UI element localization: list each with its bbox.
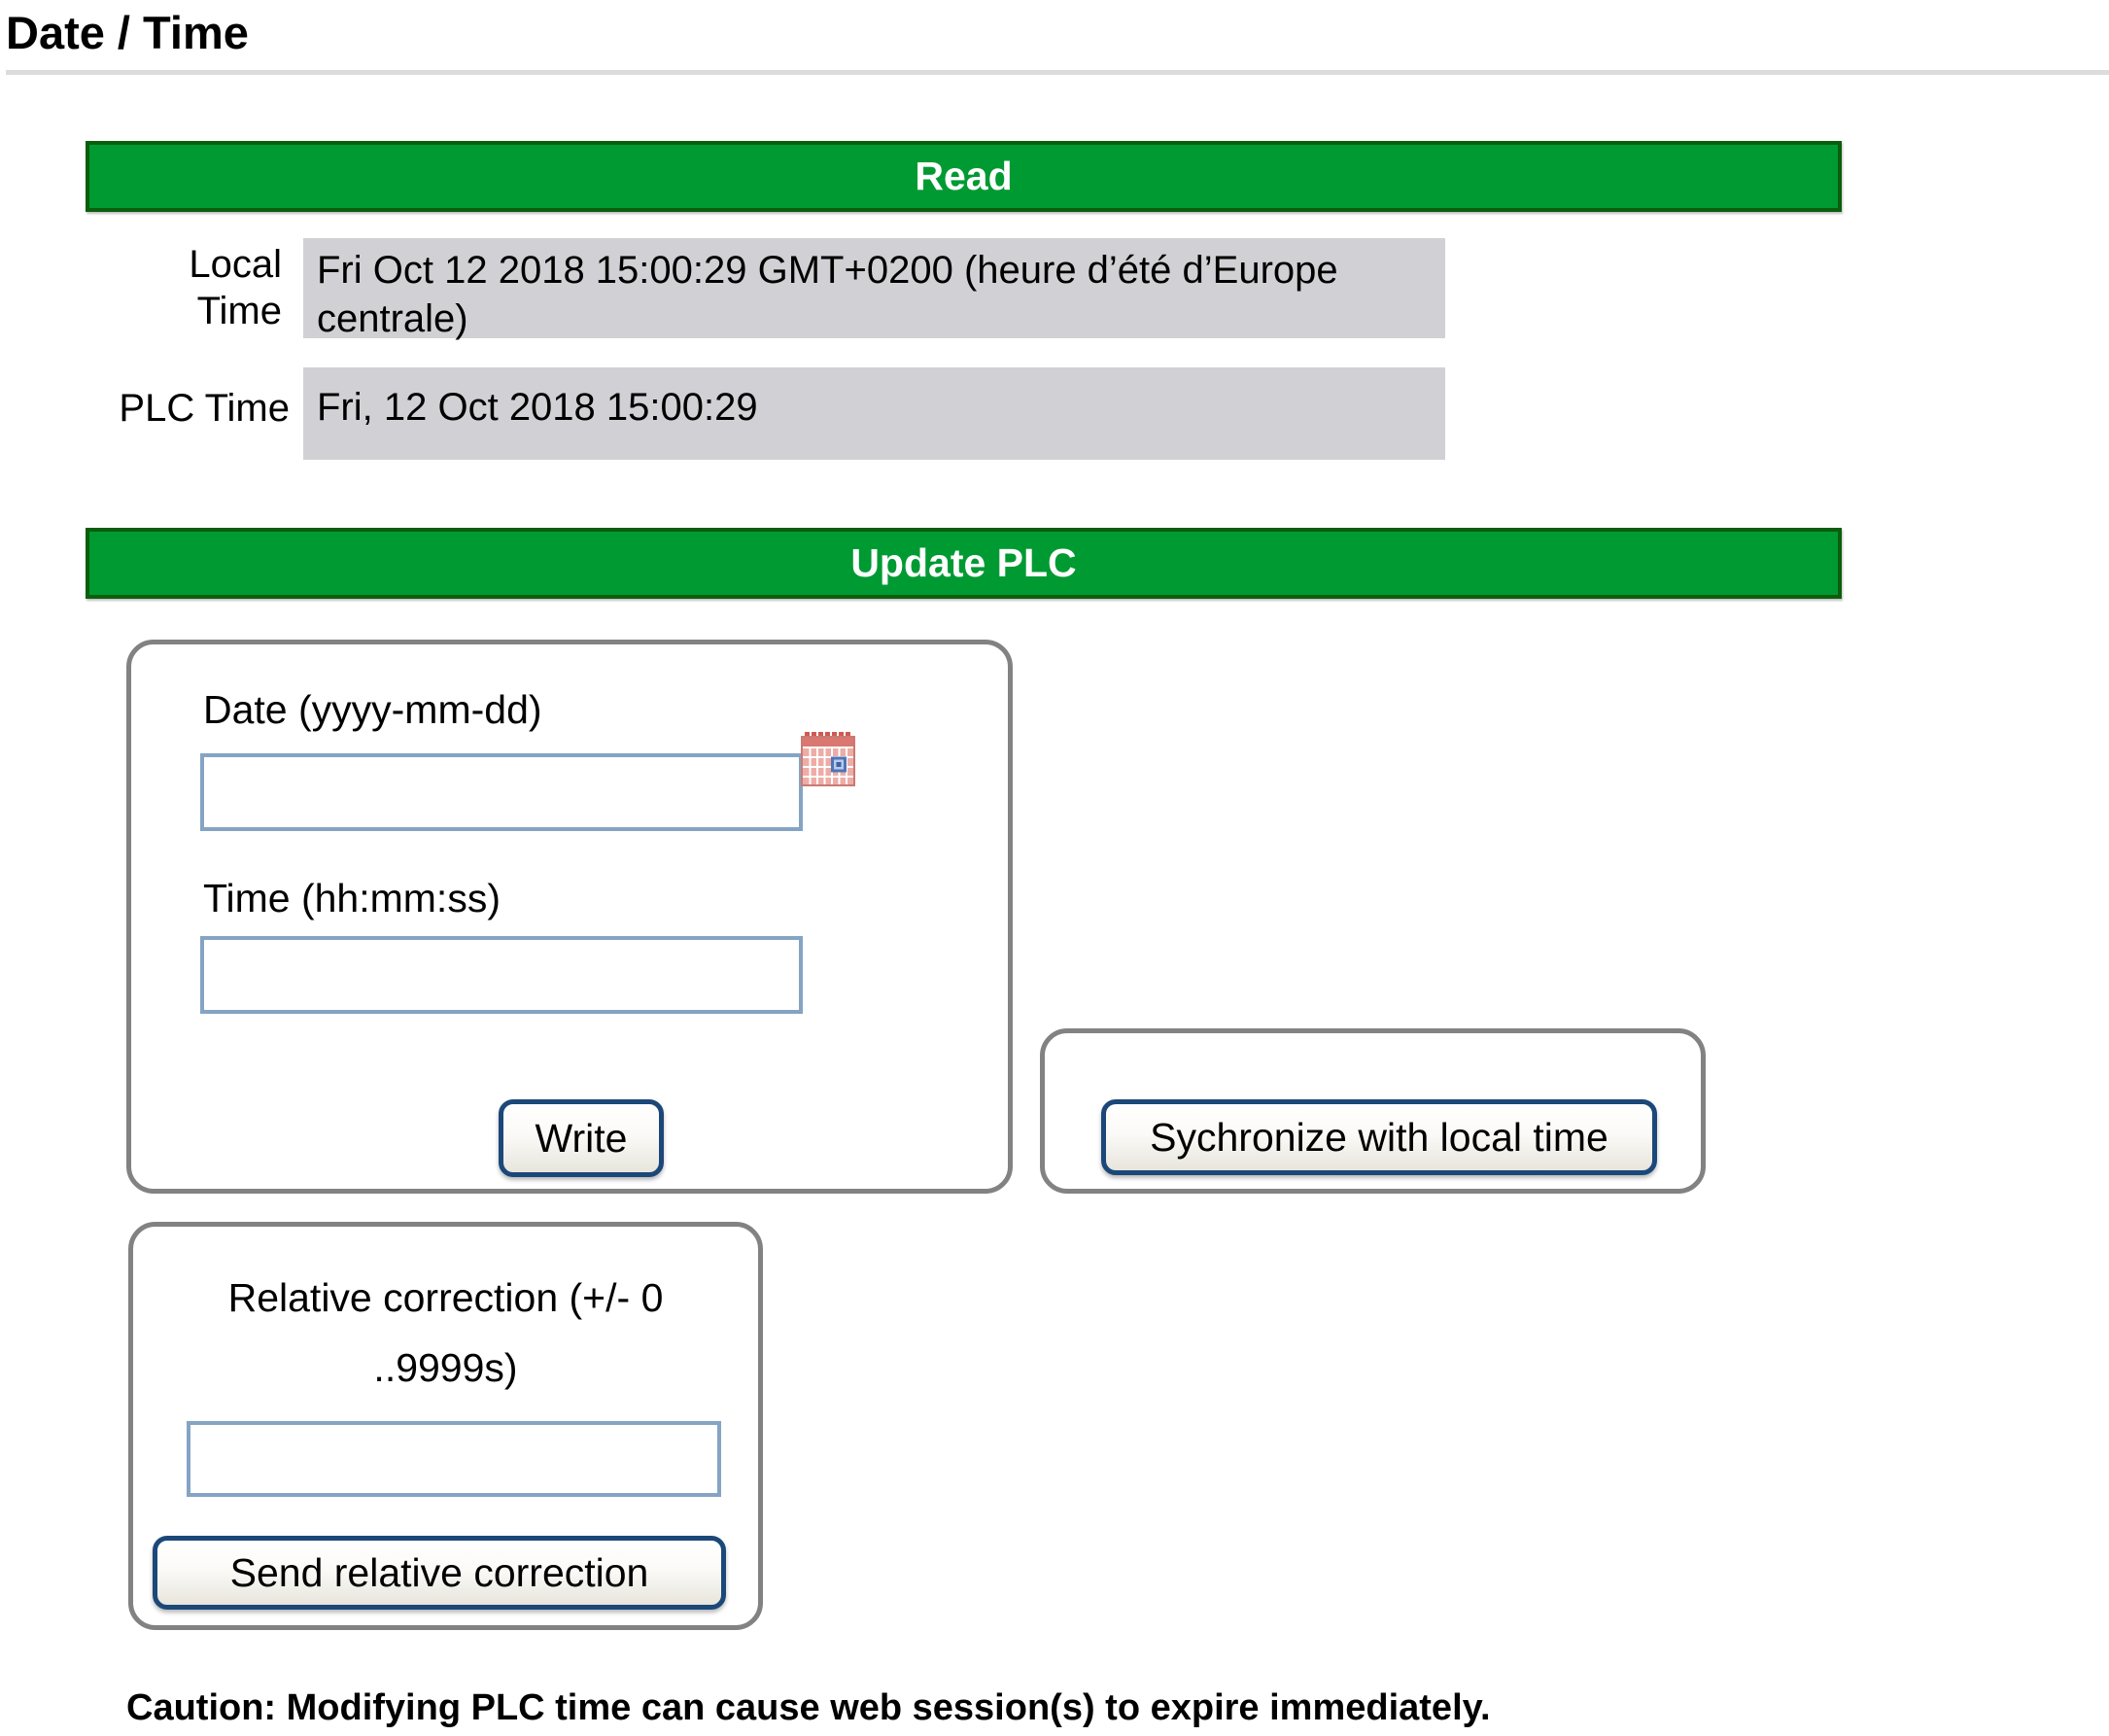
synchronize-button[interactable]: Sychronize with local time bbox=[1101, 1099, 1657, 1175]
correction-label-line1: Relative correction (+/- 0 bbox=[227, 1275, 664, 1320]
read-section-header: Read bbox=[86, 141, 1842, 212]
page-title: Date / Time bbox=[6, 7, 249, 58]
title-divider bbox=[6, 70, 2109, 75]
plc-time-label: PLC Time bbox=[119, 387, 290, 430]
calendar-icon-graphic bbox=[801, 732, 855, 786]
date-input[interactable] bbox=[200, 753, 803, 831]
plc-time-value: Fri, 12 Oct 2018 15:00:29 bbox=[303, 367, 1445, 460]
correction-form-box: Relative correction (+/- 0 ..9999s) Send… bbox=[128, 1222, 763, 1630]
local-time-label: Local Time bbox=[189, 243, 282, 332]
datetime-form-box: Date (yyyy-mm-dd) bbox=[126, 640, 1013, 1194]
update-plc-section-header: Update PLC bbox=[86, 528, 1842, 599]
calendar-icon[interactable] bbox=[801, 732, 857, 786]
write-button[interactable]: Write bbox=[499, 1099, 664, 1177]
correction-label-line2: ..9999s) bbox=[373, 1345, 518, 1390]
time-field-label: Time (hh:mm:ss) bbox=[203, 876, 501, 920]
time-input[interactable] bbox=[200, 936, 803, 1014]
date-field-label: Date (yyyy-mm-dd) bbox=[203, 687, 542, 732]
local-time-value: Fri Oct 12 2018 15:00:29 GMT+0200 (heure… bbox=[303, 238, 1445, 340]
correction-input[interactable] bbox=[187, 1421, 721, 1497]
sync-form-box: Sychronize with local time bbox=[1040, 1028, 1706, 1194]
caution-text: Caution: Modifying PLC time can cause we… bbox=[126, 1687, 1491, 1728]
send-correction-button[interactable]: Send relative correction bbox=[153, 1536, 726, 1610]
